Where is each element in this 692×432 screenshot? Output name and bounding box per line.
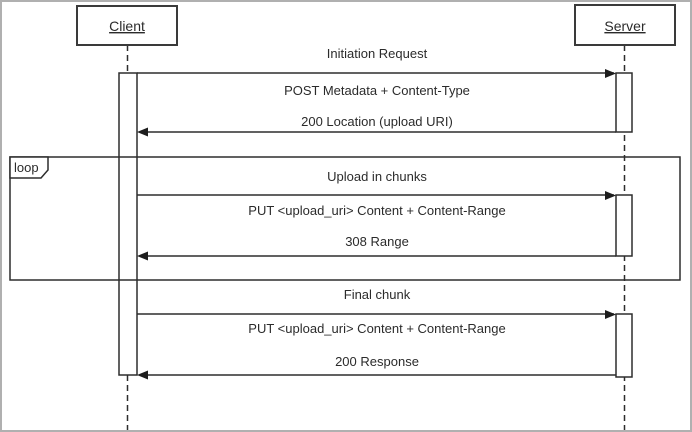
loop-fragment-label-pentagon xyxy=(9,156,49,179)
loop-fragment-label: loop xyxy=(14,160,39,175)
request-arrowhead-2 xyxy=(605,191,616,200)
server-activation-bar-1 xyxy=(615,72,633,133)
response-arrowhead-1 xyxy=(137,127,148,137)
client-actor-label: Client xyxy=(109,18,145,34)
request-arrowhead-1 xyxy=(605,69,616,78)
server-actor-label: Server xyxy=(604,18,646,34)
client-activation-bar xyxy=(118,72,138,376)
request-label-1: POST Metadata + Content-Type xyxy=(284,83,470,98)
section-title-2: Upload in chunks xyxy=(327,169,427,184)
request-label-2: PUT <upload_uri> Content + Content-Range xyxy=(248,203,505,218)
server-activation-bar-3 xyxy=(615,313,633,378)
client-actor-box xyxy=(76,5,178,46)
request-label-3: PUT <upload_uri> Content + Content-Range xyxy=(248,321,505,336)
response-label-3: 200 Response xyxy=(335,354,419,369)
section-title-1: Initiation Request xyxy=(327,46,428,61)
response-label-2: 308 Range xyxy=(345,234,409,249)
response-arrowhead-2 xyxy=(137,251,148,261)
loop-fragment-frame xyxy=(9,156,681,281)
response-arrowhead-3 xyxy=(137,370,148,380)
request-arrowhead-3 xyxy=(605,310,616,319)
server-activation-bar-2 xyxy=(615,194,633,257)
section-title-3: Final chunk xyxy=(344,287,411,302)
server-actor-box xyxy=(574,4,676,46)
response-label-1: 200 Location (upload URI) xyxy=(301,114,453,129)
